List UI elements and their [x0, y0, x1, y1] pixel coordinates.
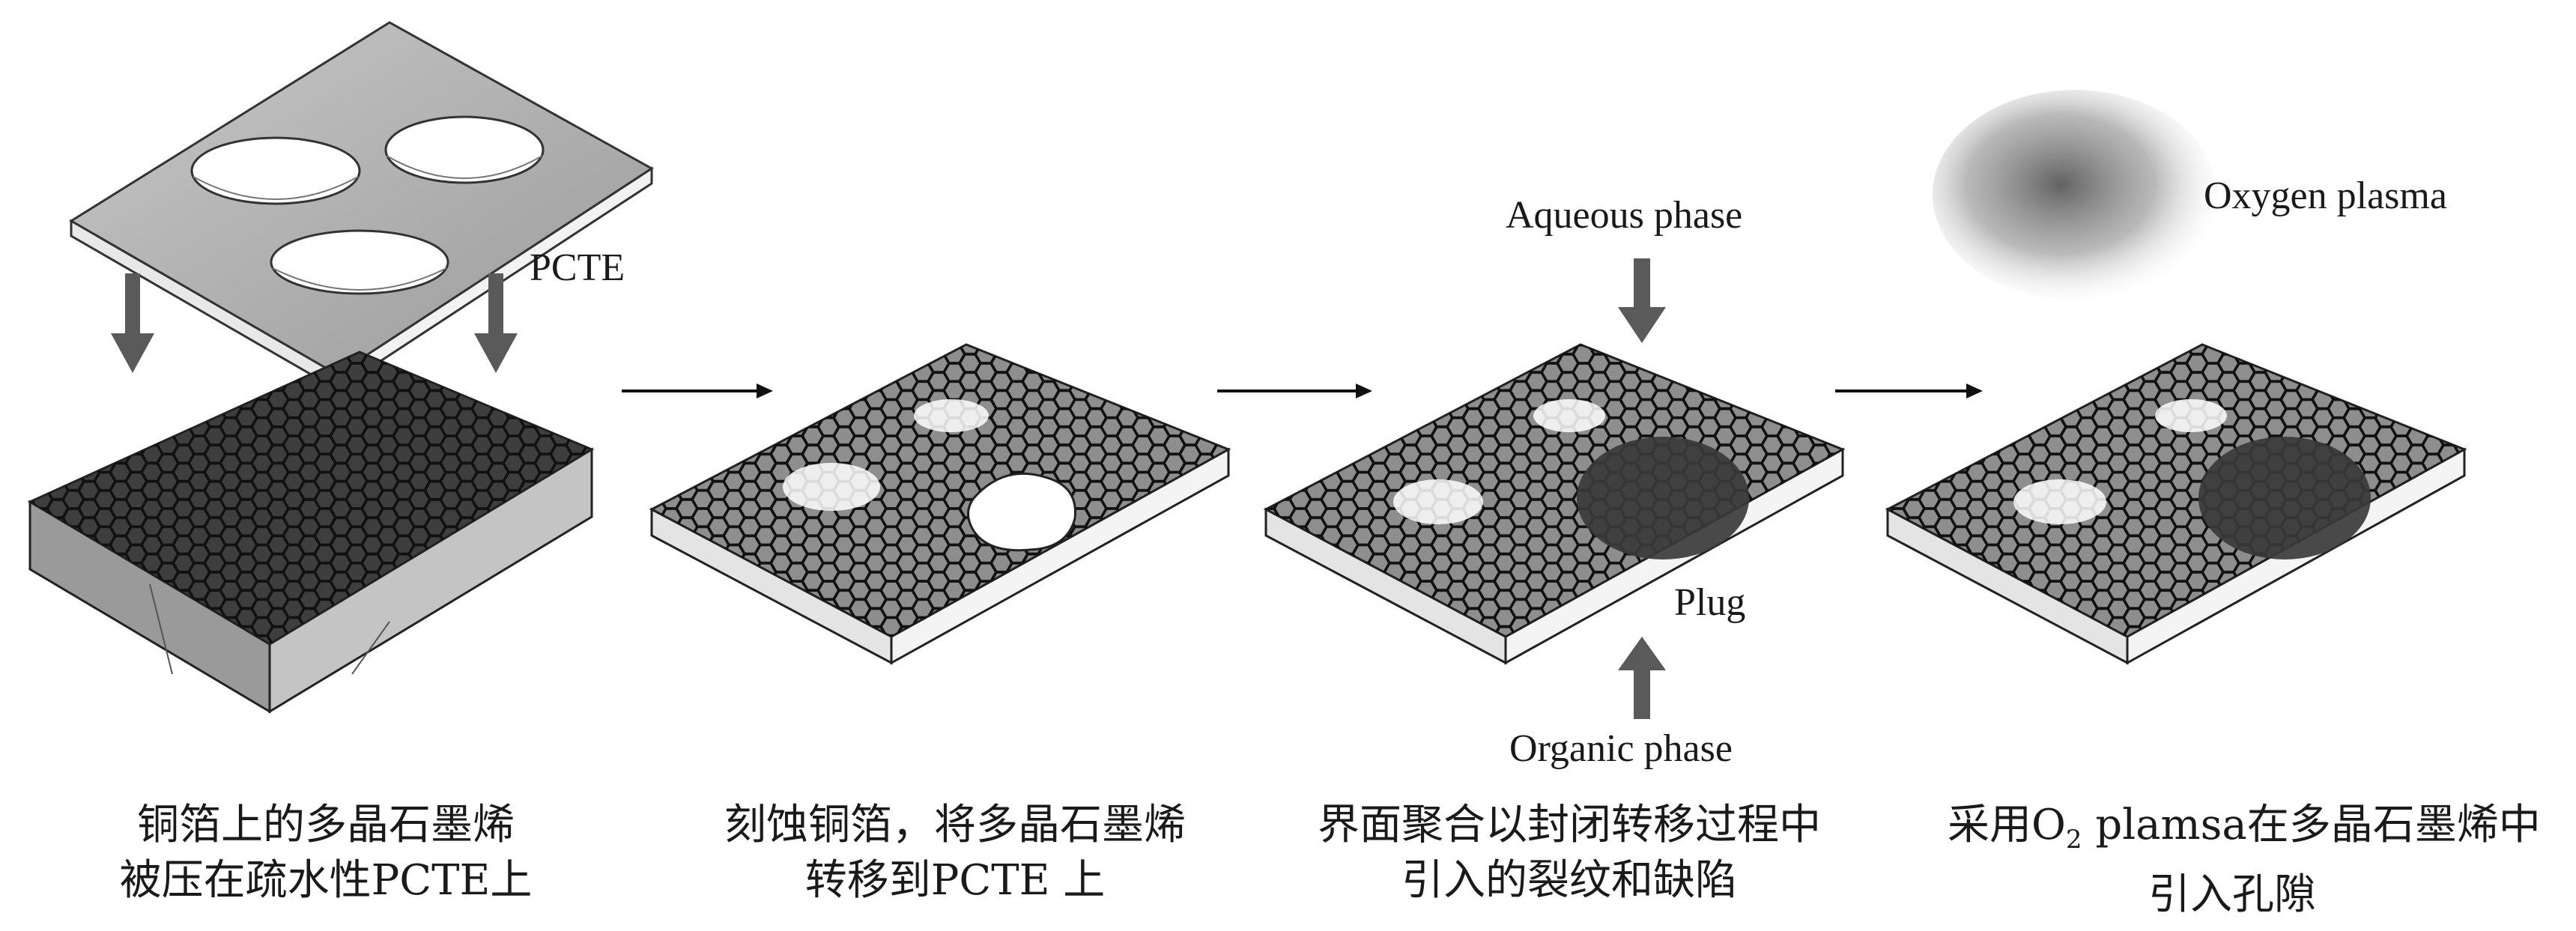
plug-label: Plug [1674, 581, 1746, 624]
process-arrow [622, 383, 773, 398]
pcte-pore [384, 115, 545, 184]
caption-step-2: 刻蚀铜箔，将多晶石墨烯 转移到PCTE 上 [670, 798, 1240, 909]
aqueous-phase-label: Aqueous phase [1506, 194, 1743, 237]
caption-line: 引入孔隙 [2148, 870, 2316, 920]
polymer-plug [2198, 437, 2371, 559]
caption-subscript: 2 [2065, 825, 2082, 855]
caption-line: 被压在疏水性PCTE上 [119, 856, 533, 905]
pcte-pore [270, 229, 449, 295]
pcte-pore [190, 136, 361, 205]
caption-line: 引入的裂纹和缺陷 [1401, 856, 1737, 905]
oxygen-plasma-label: Oxygen plasma [2204, 175, 2447, 217]
process-arrow [1217, 383, 1372, 398]
process-arrow [1835, 383, 1983, 398]
caption-step-4: 采用O2 plamsa在多晶石墨烯中 引入孔隙 [1948, 798, 2541, 923]
caption-step-3: 界面聚合以封闭转移过程中 引入的裂纹和缺陷 [1285, 798, 1854, 909]
down-arrow [111, 273, 154, 373]
pcte-membrane [69, 21, 654, 392]
porous-graphene-slab [1885, 343, 2467, 665]
down-arrow [474, 273, 518, 373]
caption-text: 采用O [1948, 801, 2066, 849]
pcte-label: PCTE [530, 246, 625, 289]
caption-line: 铜箔上的多晶石墨烯 [137, 801, 515, 849]
caption-line: 刻蚀铜箔，将多晶石墨烯 [724, 801, 1186, 849]
caption-line: 采用O2 plamsa在多晶石墨烯中 [1948, 798, 2541, 867]
sealed-graphene-slab [1263, 343, 1846, 665]
graphene-on-pcte-slab [649, 343, 1231, 665]
defect-hole [967, 472, 1076, 552]
organic-phase-label: Organic phase [1509, 727, 1733, 770]
up-arrow [1618, 637, 1666, 719]
caption-line: 转移到PCTE 上 [804, 856, 1106, 905]
polymer-plug [1577, 437, 1749, 559]
caption-step-1: 铜箔上的多晶石墨烯 被压在疏水性PCTE上 [41, 798, 610, 909]
caption-line: 界面聚合以封闭转移过程中 [1318, 801, 1821, 849]
graphene-on-copper-slab [27, 351, 595, 714]
oxygen-plasma-cloud [1933, 90, 2217, 300]
caption-text: plamsa在多晶石墨烯中 [2082, 801, 2541, 849]
down-arrow [1618, 258, 1666, 343]
